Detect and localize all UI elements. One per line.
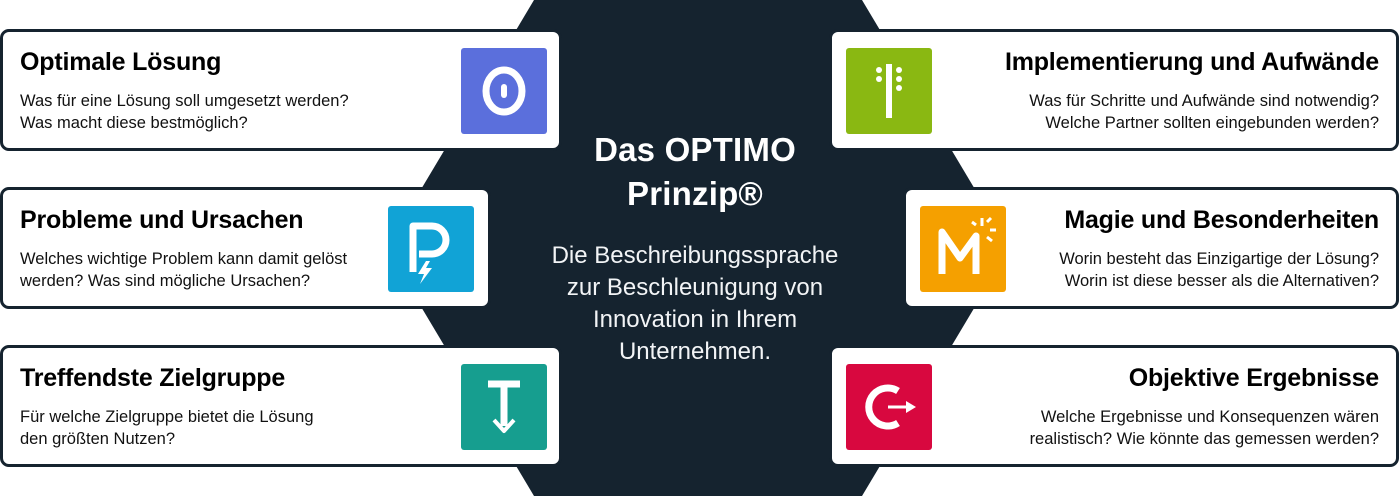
title-line-2: Prinzip® — [627, 175, 763, 212]
description-line: Für welche Zielgruppe bietet die Lösung — [20, 408, 314, 426]
card-implementierung-aufwaende: Implementierung und Aufwände Was für Sch… — [829, 29, 1399, 151]
card-description: Was für Schritte und Aufwände sind notwe… — [1029, 90, 1379, 134]
description-line: Was für Schritte und Aufwände sind notwe… — [1029, 92, 1379, 110]
description-line: werden? Was sind mögliche Ursachen? — [20, 272, 311, 290]
card-description: Worin besteht das Einzigartige der Lösun… — [1059, 248, 1379, 292]
title-line-1: Das OPTIMO — [594, 131, 796, 168]
card-description: Welche Ergebnisse und Konsequenzen wären… — [1030, 406, 1379, 450]
description-line: Die Beschreibungssprache — [551, 242, 839, 269]
i-steps-icon — [846, 48, 932, 134]
description-line: den größten Nutzen? — [20, 430, 176, 448]
p-lightning-icon — [388, 206, 474, 292]
description-line: realistisch? Wie könnte das gemessen wer… — [1029, 430, 1379, 448]
card-title: Implementierung und Aufwände — [1004, 48, 1379, 76]
principle-description: Die Beschreibungssprache zur Beschleunig… — [520, 240, 870, 368]
description-line: Was macht diese bestmöglich? — [20, 114, 248, 132]
card-description: Was für eine Lösung soll umgesetzt werde… — [20, 90, 349, 134]
card-magie-besonderheiten: Magie und Besonderheiten Worin besteht d… — [903, 187, 1399, 309]
card-title: Probleme und Ursachen — [20, 206, 304, 234]
card-treffendste-zielgruppe: Treffendste Zielgruppe Für welche Zielgr… — [0, 345, 562, 467]
description-line: Welche Partner sollten eingebunden werde… — [1045, 114, 1379, 132]
card-description: Welches wichtige Problem kann damit gelö… — [20, 248, 347, 292]
description-line: Worin besteht das Einzigartige der Lösun… — [1059, 250, 1379, 268]
t-arrow-icon — [461, 364, 547, 450]
principle-title: Das OPTIMO Prinzip® — [520, 128, 870, 216]
card-description: Für welche Zielgruppe bietet die Lösung … — [20, 406, 314, 450]
o-icon — [461, 48, 547, 134]
description-line: Welches wichtige Problem kann damit gelö… — [20, 250, 348, 268]
description-line: zur Beschleunigung von — [566, 274, 824, 301]
card-title: Optimale Lösung — [20, 48, 222, 76]
description-line: Welche Ergebnisse und Konsequenzen wären — [1040, 408, 1379, 426]
card-title: Objektive Ergebnisse — [1128, 364, 1379, 392]
card-probleme-ursachen: Probleme und Ursachen Welches wichtige P… — [0, 187, 491, 309]
card-optimale-loesung: Optimale Lösung Was für eine Lösung soll… — [0, 29, 562, 151]
m-sparkle-icon — [920, 206, 1006, 292]
o-arrow-icon — [846, 364, 932, 450]
description-line: Innovation in Ihrem — [592, 306, 798, 333]
card-title: Magie und Besonderheiten — [1064, 206, 1379, 234]
description-line: Unternehmen. — [618, 338, 772, 365]
center-text: Das OPTIMO Prinzip® Die Beschreibungsspr… — [520, 128, 870, 368]
description-line: Was für eine Lösung soll umgesetzt werde… — [20, 92, 349, 110]
description-line: Worin ist diese besser als die Alternati… — [1064, 272, 1379, 290]
card-objektive-ergebnisse: Objektive Ergebnisse Welche Ergebnisse u… — [829, 345, 1399, 467]
card-title: Treffendste Zielgruppe — [20, 364, 286, 392]
